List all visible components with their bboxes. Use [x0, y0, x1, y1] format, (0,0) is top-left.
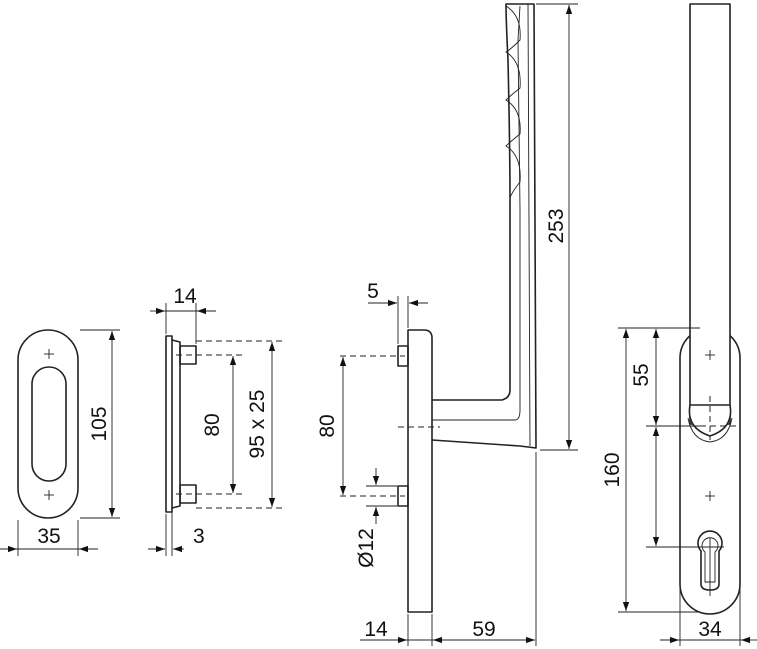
dim-handle-projection: 59	[472, 618, 495, 641]
dim-plate-width: 34	[698, 618, 722, 641]
rosette-outline	[17, 329, 79, 519]
dim-rosette-length: 105	[88, 406, 111, 441]
rosette-view: 105 35	[0, 329, 120, 556]
escutcheon-plate	[165, 335, 173, 513]
dim-escutcheon-plate: 3	[193, 525, 205, 548]
dim-handle-offset: 5	[367, 280, 379, 303]
handle-shaft	[689, 3, 731, 425]
keyhole-icon	[697, 530, 723, 591]
dim-handle-bolt-diameter: Ø12	[355, 528, 378, 568]
dim-rosette-width: 35	[37, 525, 60, 548]
dim-escutcheon-outer: 95 x 25	[246, 390, 269, 459]
plate-screw-top	[705, 350, 715, 360]
handle-lever-inner	[432, 5, 521, 421]
rosette-screw-top	[44, 349, 54, 359]
handle-side-view: 5 80 Ø12 253 14 59	[316, 3, 578, 646]
dim-handle-hole-spacing: 80	[316, 414, 339, 437]
handle-back-plate	[407, 329, 433, 613]
dim-handle-plate-thickness: 14	[364, 618, 388, 641]
plate-screw-bottom	[705, 491, 715, 501]
dim-plate-total: 160	[601, 452, 624, 487]
handle-bolt-bottom	[397, 485, 409, 507]
dim-escutcheon-hole-spacing: 80	[201, 413, 224, 436]
handle-grip	[505, 5, 521, 199]
handle-front-view: 55 160 34	[601, 3, 757, 646]
rosette-screw-bottom	[44, 490, 54, 500]
handle-bolt-top	[397, 345, 409, 367]
dim-escutcheon-depth: 14	[173, 285, 197, 308]
dim-handle-length: 253	[545, 208, 568, 243]
handle-lever	[431, 3, 537, 449]
escutcheon-view: 14 80 95 x 25 3	[148, 285, 285, 556]
escutcheon-body	[171, 339, 181, 509]
dim-plate-upper: 55	[630, 363, 653, 386]
rosette-slot	[31, 366, 67, 482]
